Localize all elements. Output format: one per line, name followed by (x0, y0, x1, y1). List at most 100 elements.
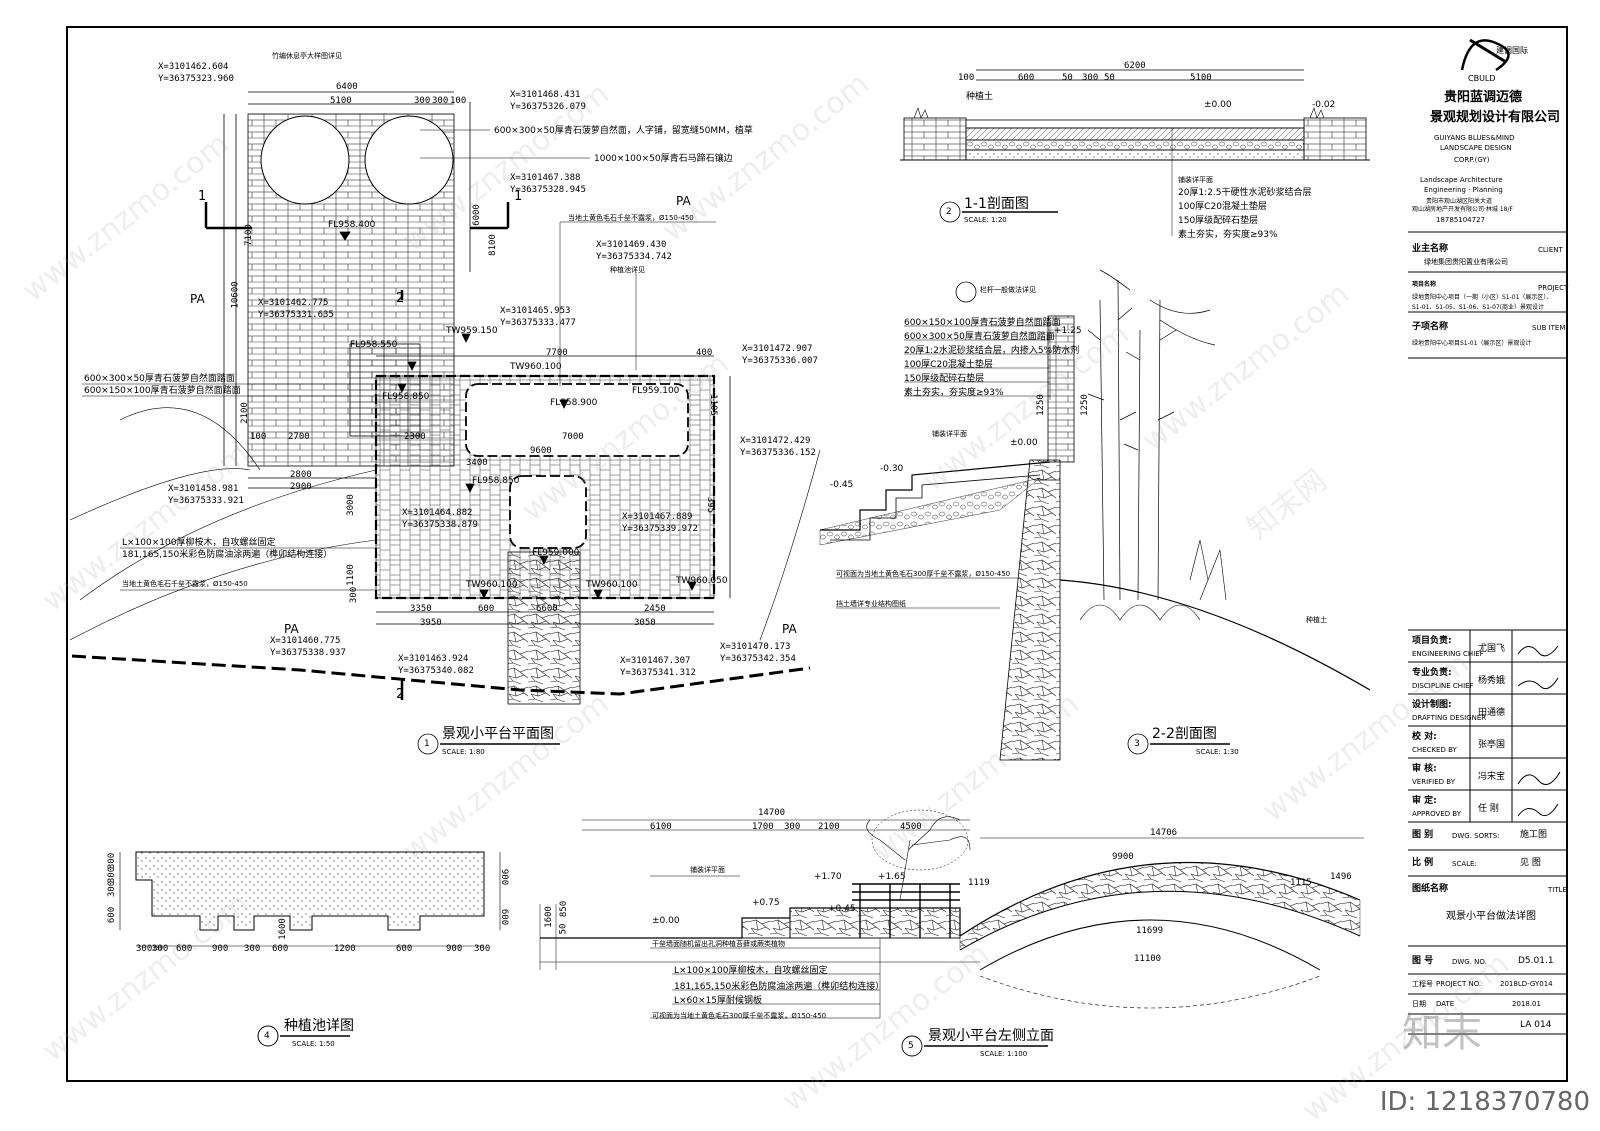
dim: 11100 (1134, 954, 1162, 964)
coord-x: X=3101464.882 (402, 508, 473, 518)
coord-x: X=3101470.173 (720, 642, 791, 652)
dim: 300 (349, 586, 360, 604)
dim: 11699 (1136, 926, 1164, 936)
dim: 3400 (466, 458, 488, 468)
role-cn: 设计制图: (1412, 700, 1452, 710)
dim: 1496 (1330, 872, 1352, 882)
coord-y: Y=36375331.635 (258, 310, 334, 320)
dim: 2300 (404, 432, 426, 442)
dim: 1100 (345, 564, 356, 586)
dim: 8100 (487, 234, 498, 256)
plan-note: 种植池详见 (610, 266, 645, 274)
client-value: 绿地集团贵阳置业有限公司 (1424, 258, 1508, 266)
dim: 300 (474, 944, 491, 954)
role-cn: 审 核: (1412, 764, 1437, 774)
detail4-scale: SCALE: 1:50 (292, 1040, 335, 1048)
dim: 7700 (546, 348, 568, 358)
client-label: 业主名称 (1412, 244, 1449, 254)
dim: 395 (705, 496, 716, 514)
dwg-sorts-label: 图 别 (1412, 830, 1434, 840)
sec22-note: 150厚级配碎石垫层 (904, 374, 985, 384)
dwgno-value: D5.01.1 (1518, 956, 1554, 966)
dim: 1105 (707, 394, 718, 416)
phone: 18785104727 (1436, 216, 1485, 224)
coord-x: X=3101472.429 (740, 436, 811, 446)
elev5-number: 5 (908, 1041, 914, 1051)
plan-note: 600×150×100厚青石菠萝自然面踏面 (84, 386, 241, 396)
coord-y: Y=36375342.354 (720, 654, 796, 664)
coord-x: X=3101469.430 (596, 240, 667, 250)
coord-x: X=3101462.775 (258, 298, 329, 308)
scale-value: 见 图 (1520, 858, 1541, 868)
level-tag: TW959.150 (446, 326, 498, 336)
coord-x: X=3101472.907 (742, 344, 813, 354)
sec22-ref: 栏杆一般做法详见 (980, 286, 1036, 294)
coord-y: Y=36375338.879 (402, 520, 478, 530)
plan-note: 1000×100×50厚青石马蹄石镶边 (594, 154, 733, 164)
dim: 300 (1082, 73, 1099, 83)
role-cn: 专业负责: (1412, 668, 1452, 678)
marker-pa: PA (284, 622, 299, 636)
sec11-number: 2 (946, 207, 952, 217)
dim: 2100 (818, 822, 840, 832)
dim: 10600 (230, 281, 241, 309)
sec11-title: 1-1剖面图 (964, 196, 1029, 212)
sec22-note: 铺装详平面 (932, 430, 967, 438)
level-tag: TW960.050 (676, 576, 728, 586)
company-en-3: CORP.(GY) (1454, 156, 1490, 164)
brand-en: CBULD (1468, 74, 1496, 83)
dim: 600 (1018, 73, 1035, 83)
sub-value: 绿地贵阳中心项目S1-01（展示区）景观设计 (1412, 340, 1532, 347)
sec22-title: 2-2剖面图 (1152, 726, 1217, 742)
coord-y: Y=36375326.079 (510, 102, 586, 112)
dim: 1119 (968, 878, 990, 888)
coord-y: Y=36375341.312 (620, 668, 696, 678)
scale-en: SCALE: (1452, 860, 1477, 868)
elev5-note: L×60×15厚耐候钢板 (674, 996, 763, 1006)
sub-en: SUB ITEM (1532, 324, 1566, 332)
projno-label: 工程号 (1412, 980, 1433, 988)
dim: 3000 (345, 494, 356, 516)
level-tag: +0.75 (752, 898, 780, 908)
dim: 300 (784, 822, 801, 832)
level-tag: TW960.100 (510, 362, 562, 372)
dim: 50 (1062, 73, 1073, 83)
dim: 2700 (288, 432, 310, 442)
elev5-note: 可视面为当地土黄色毛石300厚千垒不露浆，Ø150-450 (652, 1012, 827, 1020)
sec22-note: 600×300×50厚青石菠萝自然面踏面 (904, 332, 1055, 342)
dwgno-label: 图 号 (1412, 956, 1434, 966)
role-name: 杨秀娥 (1478, 676, 1506, 686)
dim: 600 (478, 604, 495, 614)
sec11-note: 20厚1:2.5干硬性水泥砂浆结合层 (1178, 188, 1312, 198)
coord-x: X=3101465.953 (500, 306, 571, 316)
elev5-scale: SCALE: 1:100 (980, 1050, 1028, 1058)
project-value-2: S1-01、S1-05、S1-06、S1-07(商业）景观设计 (1412, 304, 1545, 311)
level-tag: TW960.100 (586, 580, 638, 590)
sec22-note: 100厚C20混凝土垫层 (904, 360, 993, 370)
coord-y: Y=36375336.152 (740, 448, 816, 458)
role-cn: 审 定: (1412, 796, 1437, 806)
address-2: 观山湖房地产开发有限公司·林城 18/F (1412, 206, 1513, 213)
company-logo (1460, 38, 1510, 72)
dim: 1250 (1079, 394, 1090, 416)
dim: 600 (176, 944, 193, 954)
dim: 600 (107, 906, 118, 924)
project-value-1: 绿地贵阳中心项目（一期（小区）S1-01（展示区）、 (1412, 294, 1553, 301)
dim: 50 (1104, 73, 1115, 83)
dim: 1700 (752, 822, 774, 832)
dim: 9900 (1112, 852, 1134, 862)
role-en: APPROVED BY (1412, 810, 1462, 818)
coord-y: Y=36375333.921 (168, 496, 244, 506)
plan-note: 181,165,150米彩色防腐油涂两遍（榫卯结构连接） (122, 550, 333, 560)
coord-y: Y=36375328.945 (510, 185, 586, 195)
date-label: 日期 (1412, 1000, 1426, 1008)
marker-pa: PA (190, 292, 205, 306)
level-tag: +0.45 (828, 904, 856, 914)
sec22-note: 素土夯实，夯实度≥93% (904, 388, 1004, 398)
dim: 300 (432, 96, 449, 106)
dim: 6400 (336, 82, 358, 92)
sec11-note: 种植土 (966, 92, 994, 102)
coord-x: X=3101462.604 (158, 62, 229, 72)
plan-note: 竹编休息亭大样图详见 (272, 52, 342, 60)
level-tag: FL958.850 (382, 392, 430, 402)
